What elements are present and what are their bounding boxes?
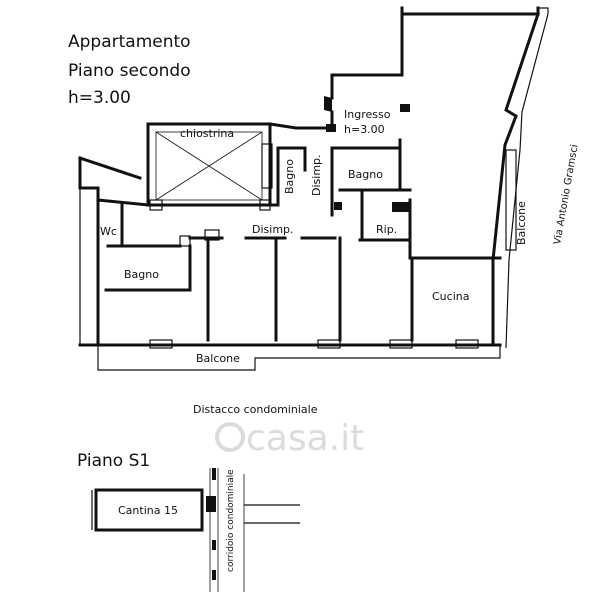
room-rip: Rip. bbox=[376, 223, 397, 236]
watermark: casa.it bbox=[215, 418, 364, 459]
chiostrina-shaft bbox=[155, 131, 263, 201]
room-disimp: Disimp. bbox=[252, 223, 294, 236]
room-ingresso-height: h=3.00 bbox=[344, 123, 385, 136]
room-balcone-right: Balcone bbox=[515, 201, 528, 245]
apartment-walls bbox=[78, 6, 549, 371]
distacco-label: Distacco condominiale bbox=[193, 403, 318, 416]
corridoio-label: corridoio condominiale bbox=[226, 469, 236, 572]
door-markers bbox=[324, 96, 410, 212]
room-disimp-vertical: Disimp. bbox=[310, 154, 323, 196]
room-wc: Wc bbox=[100, 225, 117, 238]
watermark-text: casa.it bbox=[246, 418, 364, 459]
room-bagno-left: Bagno bbox=[124, 268, 159, 281]
windows bbox=[149, 143, 517, 349]
room-cucina: Cucina bbox=[432, 290, 469, 303]
room-ingresso: Ingresso bbox=[344, 108, 391, 121]
basement-title: Piano S1 bbox=[77, 451, 150, 471]
room-chiostrina: chiostrina bbox=[180, 127, 234, 140]
room-bagno-top: Bagno bbox=[283, 159, 296, 194]
plan-height: h=3.00 bbox=[68, 88, 131, 108]
street-label: Via Antonio Gramsci bbox=[552, 144, 580, 246]
basement-walls bbox=[91, 468, 300, 592]
room-bagno-right: Bagno bbox=[348, 168, 383, 181]
plan-title: Appartamento bbox=[68, 32, 191, 52]
room-balcone-bottom: Balcone bbox=[196, 352, 240, 365]
plan-floor: Piano secondo bbox=[68, 61, 191, 81]
cantina-label: Cantina 15 bbox=[118, 504, 178, 517]
